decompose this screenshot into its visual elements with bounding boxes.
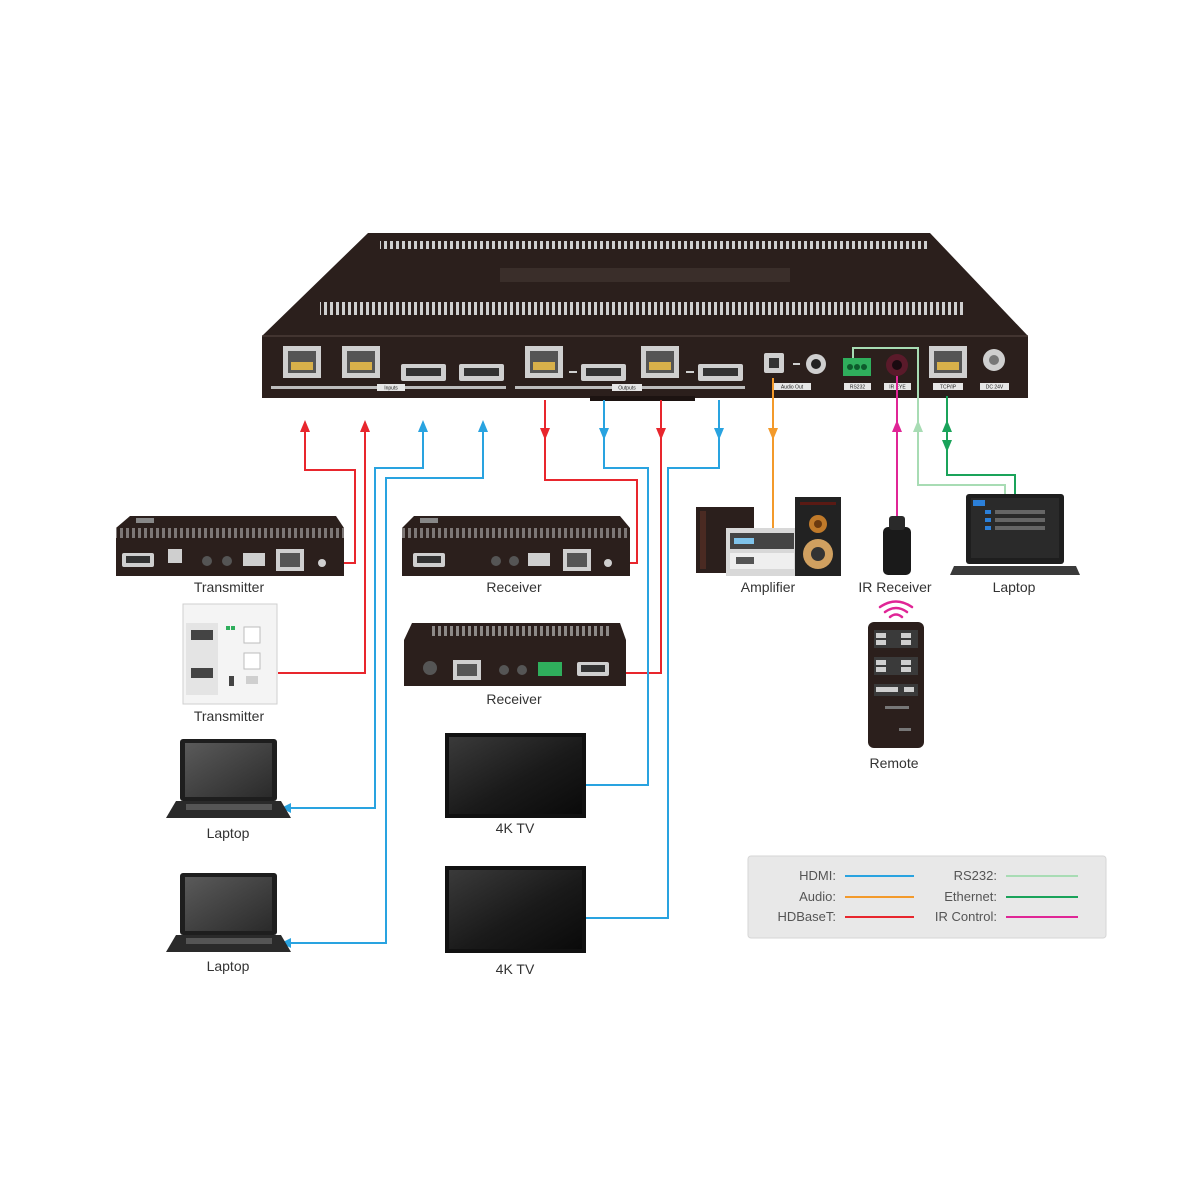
legend-label: RS232:	[954, 868, 997, 883]
arrow-down-icon	[714, 428, 724, 440]
hdmi-output-port-2	[581, 364, 626, 381]
transmitter-2: Transmitter	[182, 603, 278, 724]
remote-label: Remote	[869, 755, 918, 771]
rs232-label: RS232	[850, 385, 866, 391]
remote: Remote	[868, 622, 924, 771]
laptop-1-label: Laptop	[207, 825, 250, 841]
optical-audio-port	[764, 353, 784, 373]
matrix-switcher: Inputs Outputs	[262, 233, 1028, 401]
dc-label: DC 24V	[986, 385, 1004, 391]
tv-2-label: 4K TV	[496, 961, 535, 977]
tv-1-label: 4K TV	[496, 820, 535, 836]
laptop-2: Laptop	[166, 873, 291, 974]
legend-label: IR Control:	[935, 909, 997, 924]
legend-label: HDMI:	[799, 868, 836, 883]
ethernet-cable-laptop	[946, 396, 1016, 496]
arrow-up-icon	[360, 420, 370, 432]
analog-audio-jack	[806, 354, 826, 374]
laptop-2-label: Laptop	[207, 958, 250, 974]
hdmi-input-port-4	[459, 364, 504, 381]
receiver-1: Receiver	[402, 516, 630, 595]
ir-receiver-label: IR Receiver	[858, 579, 931, 595]
outputs-label: Outputs	[618, 386, 636, 392]
tcp-ip-label: TCP/IP	[940, 385, 957, 391]
hdbaset-output-port-3	[641, 346, 679, 378]
hdmi-cable-laptop-1	[287, 428, 424, 809]
receiver-2-label: Receiver	[486, 691, 542, 707]
arrow-left-icon	[281, 938, 291, 948]
laptop-1: Laptop	[166, 739, 291, 841]
arrow-down-icon	[942, 440, 952, 452]
laptop-right: Laptop	[950, 494, 1080, 595]
hdbaset-input-port-1	[283, 346, 321, 378]
arrow-down-icon	[768, 428, 778, 440]
legend-label: Ethernet:	[944, 889, 997, 904]
ir-signal-icon	[878, 600, 914, 619]
legend-label: HDBaseT:	[777, 909, 836, 924]
transmitter-1: Transmitter	[116, 516, 344, 595]
amplifier: Amplifier	[696, 497, 841, 595]
arrow-left-icon	[281, 803, 291, 813]
hdmi-output-port-4	[698, 364, 743, 381]
legend: HDMI: Audio: HDBaseT: RS232: Ethernet: IR Con…	[747, 855, 1107, 939]
arrow-up-icon	[478, 420, 488, 432]
transmitter-2-label: Transmitter	[194, 708, 265, 724]
arrow-up-icon	[300, 420, 310, 432]
hdbaset-output-port-1	[525, 346, 563, 378]
receiver-2: Receiver	[404, 623, 626, 707]
transmitter-1-label: Transmitter	[194, 579, 265, 595]
amplifier-label: Amplifier	[741, 579, 796, 595]
inputs-label: Inputs	[384, 386, 398, 392]
audio-out-label: Audio Out	[781, 385, 804, 391]
dc-power-jack	[983, 349, 1005, 371]
arrow-up-icon	[942, 420, 952, 432]
laptop-right-label: Laptop	[993, 579, 1036, 595]
hdmi-cable-tv-1	[585, 400, 649, 786]
tcp-ip-port	[929, 346, 967, 378]
arrow-down-icon	[599, 428, 609, 440]
hdbaset-cable-transmitter-2	[278, 428, 366, 674]
ir-eye-port	[886, 354, 908, 376]
arrow-up-icon	[892, 420, 902, 432]
arrow-down-icon	[656, 428, 666, 440]
arrow-up-icon	[418, 420, 428, 432]
hdbaset-input-port-2	[342, 346, 380, 378]
hdmi-cable-laptop-2	[287, 428, 484, 944]
hdmi-input-port-3	[401, 364, 446, 381]
ir-receiver: IR Receiver	[858, 516, 932, 595]
arrow-down-icon	[540, 428, 550, 440]
legend-label: Audio:	[799, 889, 836, 904]
hdmi-cable-tv-2	[585, 400, 720, 919]
rs232-terminal	[843, 358, 871, 376]
tv-1: 4K TV	[445, 733, 586, 836]
arrow-up-icon	[913, 420, 923, 432]
cables	[278, 347, 1016, 948]
tv-2: 4K TV	[445, 866, 586, 977]
receiver-1-label: Receiver	[486, 579, 542, 595]
rs232-cable-laptop	[852, 347, 1006, 496]
